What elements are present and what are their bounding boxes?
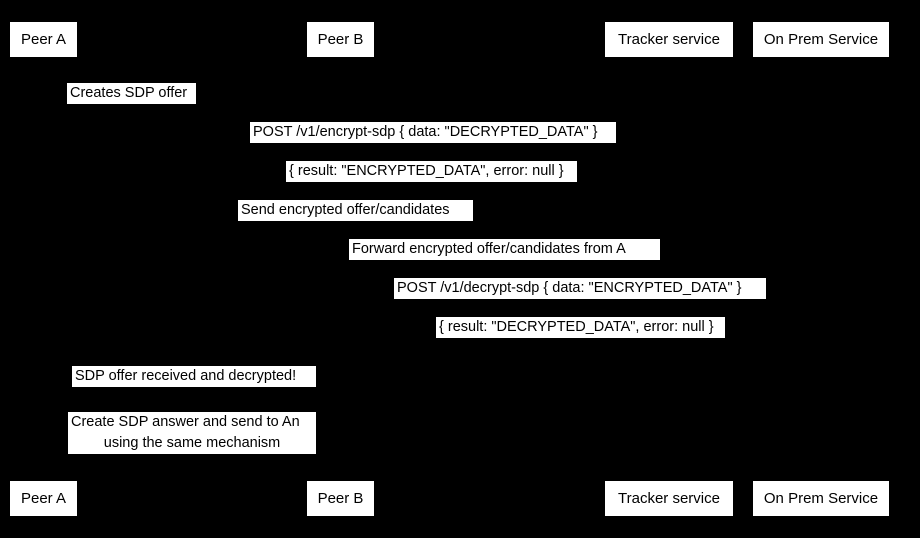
note-block: Create SDP answer and send to An using th… bbox=[68, 412, 316, 454]
message-label: SDP offer received and decrypted! bbox=[72, 366, 316, 387]
participant-box: Peer A bbox=[10, 481, 77, 516]
message-label: POST /v1/decrypt-sdp { data: "ENCRYPTED_… bbox=[394, 278, 766, 299]
participant-label: Peer B bbox=[317, 31, 364, 48]
participant-box: On Prem Service bbox=[753, 22, 889, 57]
note-line: using the same mechanism bbox=[103, 435, 281, 451]
message-label: { result: "DECRYPTED_DATA", error: null … bbox=[436, 317, 725, 338]
participant-label: On Prem Service bbox=[763, 31, 879, 48]
participant-label: Peer A bbox=[20, 31, 67, 48]
participant-box: Tracker service bbox=[605, 22, 733, 57]
message-label: Creates SDP offer bbox=[67, 83, 196, 104]
participant-box: Peer A bbox=[10, 22, 77, 57]
message-label: POST /v1/encrypt-sdp { data: "DECRYPTED_… bbox=[250, 122, 616, 143]
participant-label: On Prem Service bbox=[763, 490, 879, 507]
participant-label: Tracker service bbox=[618, 31, 720, 48]
message-label: Forward encrypted offer/candidates from … bbox=[349, 239, 660, 260]
participant-box: Tracker service bbox=[605, 481, 733, 516]
participant-label: Tracker service bbox=[618, 490, 720, 507]
message-label: { result: "ENCRYPTED_DATA", error: null … bbox=[286, 161, 577, 182]
participant-box: Peer B bbox=[307, 481, 374, 516]
note-line: Create SDP answer and send to An bbox=[71, 414, 300, 430]
participant-label: Peer A bbox=[20, 490, 67, 507]
participant-box: On Prem Service bbox=[753, 481, 889, 516]
message-label: Send encrypted offer/candidates bbox=[238, 200, 473, 221]
participant-label: Peer B bbox=[317, 490, 364, 507]
participant-box: Peer B bbox=[307, 22, 374, 57]
